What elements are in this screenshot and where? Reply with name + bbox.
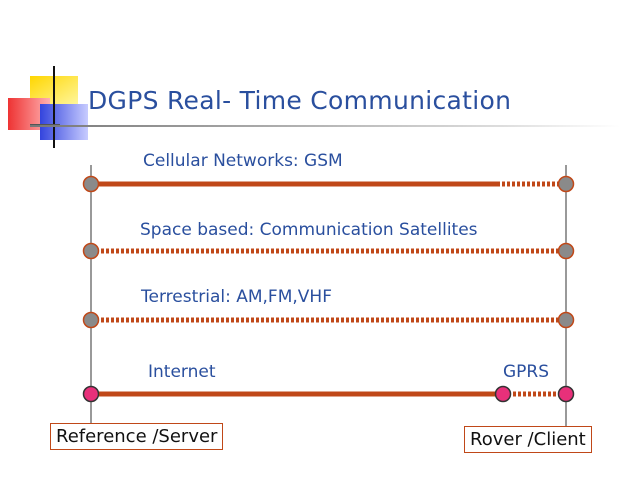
slide-logo-icon [8,66,88,148]
internet-node-right [557,385,575,403]
terrestrial-label: Terrestrial: AM,FM,VHF [141,287,332,307]
reference-server-box: Reference /Server [50,423,224,450]
gsm-node-right [557,175,575,193]
gsm-label: Cellular Networks: GSM [143,151,343,171]
title-divider [30,125,620,127]
gprs-label: GPRS [503,362,550,382]
terrestrial-node-right [557,311,575,329]
gprs-node-mid [494,385,512,403]
internet-label: Internet [148,362,216,382]
satellite-node-left [82,242,100,260]
internet-node-left [82,385,100,403]
satellite-node-right [557,242,575,260]
satellite-label: Space based: Communication Satellites [140,220,478,240]
rover-client-box: Rover /Client [464,426,592,453]
terrestrial-node-left [82,311,100,329]
slide-title: DGPS Real- Time Communication [88,86,512,115]
gsm-node-left [82,175,100,193]
